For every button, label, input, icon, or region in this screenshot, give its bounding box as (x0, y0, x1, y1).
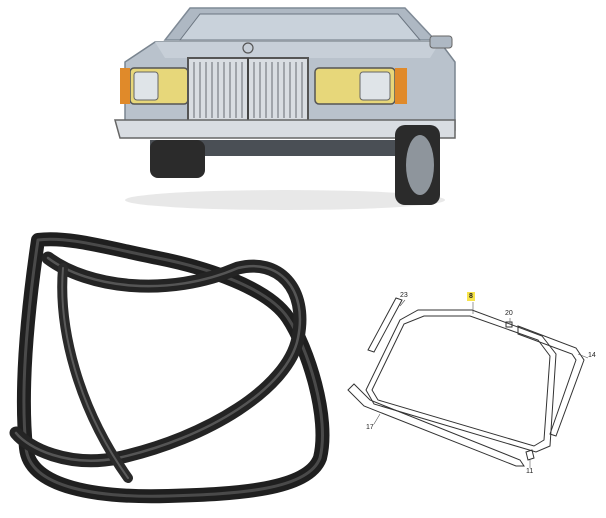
diagram-drawing (347, 297, 589, 468)
parts-diagram: 23 8 20 14 17 11 (340, 230, 602, 510)
callout-20: 20 (505, 310, 513, 317)
car-photo (114, 7, 456, 210)
callout-14: 14 (588, 352, 596, 359)
callout-17: 17 (366, 424, 374, 431)
callout-8: 8 (467, 292, 475, 301)
callout-23: 23 (400, 292, 408, 299)
rubber-seal-photo (9, 232, 330, 504)
callout-11: 11 (526, 468, 534, 475)
